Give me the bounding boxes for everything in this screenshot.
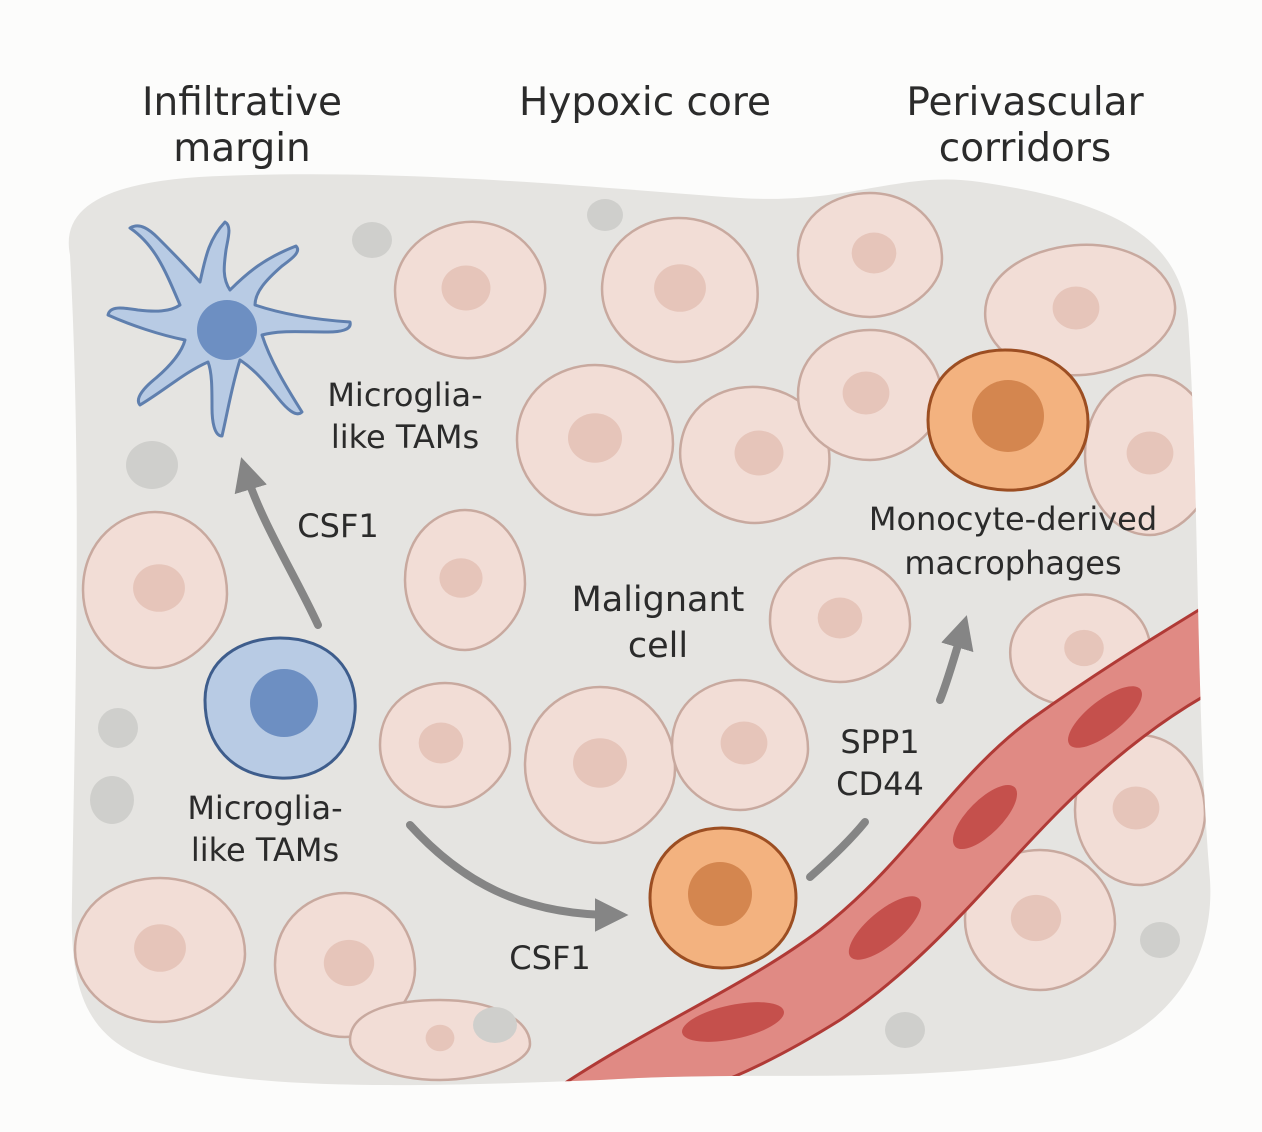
label-microglia-top-line1: Microglia- bbox=[327, 376, 483, 414]
label-malignant-line1: Malignant bbox=[571, 580, 745, 620]
microglia-ramified-cell bbox=[106, 220, 352, 438]
blood-vessel bbox=[535, 597, 1211, 1086]
debris-dot bbox=[352, 222, 392, 258]
malignant-cell bbox=[273, 891, 417, 1039]
malignant-cell bbox=[403, 508, 527, 652]
label-microglia-bottom: Microglia- like TAMs bbox=[160, 788, 370, 871]
monocyte-derived-macrophage-upper bbox=[926, 348, 1090, 492]
debris-dot bbox=[473, 1007, 517, 1043]
malignant-cell bbox=[73, 876, 247, 1024]
red-blood-cell bbox=[682, 1002, 784, 1042]
malignant-cell bbox=[378, 681, 512, 809]
label-malignant-line2: cell bbox=[627, 625, 689, 666]
label-malignant-cell: Malignant cell bbox=[548, 578, 768, 669]
region-infiltrative-line2: margin bbox=[173, 126, 311, 172]
region-hypoxic-line1: Hypoxic core bbox=[518, 80, 772, 125]
malignant-cell bbox=[963, 848, 1117, 992]
grey-debris-dots bbox=[90, 199, 1180, 1048]
csf1-arrow-lower bbox=[406, 821, 629, 932]
malignant-cell bbox=[984, 243, 1177, 377]
label-microglia-bottom-line2: like TAMs bbox=[190, 830, 340, 869]
malignant-cell bbox=[393, 220, 547, 360]
microglia-amoeboid-cell bbox=[203, 636, 357, 780]
region-perivascular-corridors: Perivascular corridors bbox=[880, 80, 1170, 172]
red-blood-cell bbox=[848, 896, 922, 960]
spp1-cd44-arrow bbox=[806, 818, 869, 881]
malignant-cell bbox=[768, 556, 912, 684]
malignant-cell bbox=[523, 685, 677, 845]
red-blood-cell bbox=[1068, 686, 1142, 748]
malignant-cell bbox=[678, 385, 831, 525]
region-perivascular-line1: Perivascular bbox=[906, 80, 1144, 125]
malignant-cell bbox=[81, 510, 229, 670]
region-hypoxic-core: Hypoxic core bbox=[500, 80, 790, 126]
label-microglia-top-line2: like TAMs bbox=[330, 417, 480, 456]
signal-csf1-lower: CSF1 bbox=[509, 939, 591, 977]
malignant-cell bbox=[1083, 373, 1211, 537]
malignant-cell bbox=[515, 363, 675, 517]
csf1-arrow-upper bbox=[234, 457, 322, 629]
signal-spp1: SPP1 bbox=[840, 723, 920, 761]
red-blood-cell bbox=[952, 784, 1018, 850]
label-monocyte-line2: macrophages bbox=[904, 543, 1122, 582]
region-infiltrative-line1: Infiltrative bbox=[141, 80, 343, 125]
label-monocyte-line1: Monocyte-derived bbox=[868, 500, 1158, 538]
label-microglia-top: Microglia- like TAMs bbox=[300, 375, 510, 458]
signal-csf1-upper: CSF1 bbox=[297, 507, 379, 545]
label-microglia-bottom-line1: Microglia- bbox=[187, 789, 343, 827]
malignant-cell bbox=[796, 328, 944, 462]
monocyte-derived-macrophage-lower bbox=[648, 826, 798, 970]
malignant-cell bbox=[796, 191, 944, 319]
debris-dot bbox=[885, 1012, 925, 1048]
debris-dot bbox=[1140, 922, 1180, 958]
monocyte-arrow bbox=[936, 615, 974, 704]
label-monocyte-derived-macrophages: Monocyte-derived macrophages bbox=[838, 498, 1188, 585]
malignant-cell bbox=[670, 678, 810, 812]
signal-spp1-cd44: SPP1 CD44 bbox=[820, 722, 940, 805]
debris-dot bbox=[90, 776, 134, 824]
debris-dot bbox=[98, 708, 138, 748]
signal-cd44: CD44 bbox=[836, 764, 924, 803]
malignant-cell bbox=[600, 216, 759, 364]
region-infiltrative-margin: Infiltrative margin bbox=[122, 80, 362, 172]
region-perivascular-line2: corridors bbox=[938, 126, 1112, 172]
debris-dot bbox=[126, 441, 178, 489]
debris-dot bbox=[587, 199, 623, 231]
